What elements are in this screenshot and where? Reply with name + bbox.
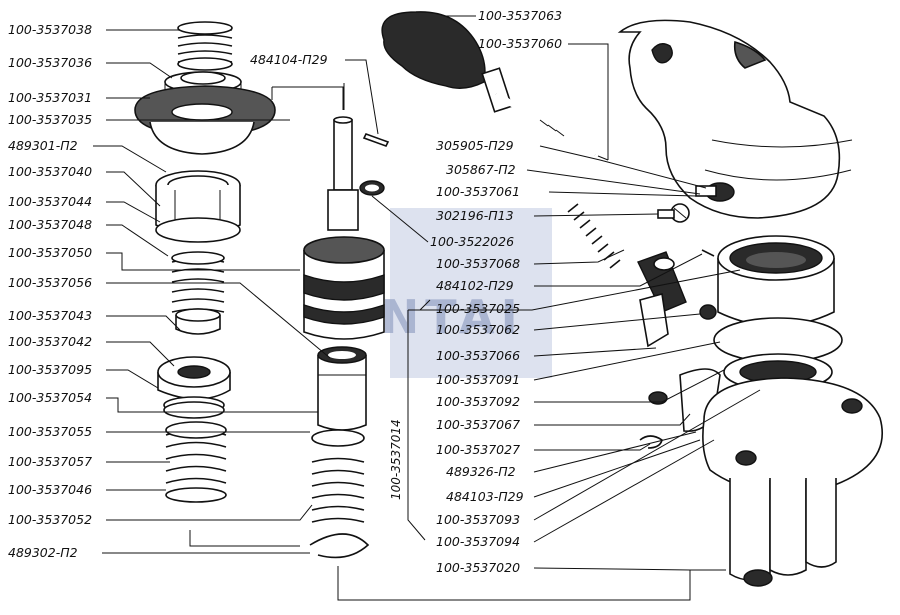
label-r7: 100-3537068: [436, 256, 520, 271]
label-r19: 100-3537094: [436, 534, 520, 549]
label-r9: 100-3537025: [436, 301, 520, 316]
big-spring: [165, 421, 227, 503]
label-l7: 100-3537044: [8, 194, 92, 209]
label-r13: 100-3537092: [436, 394, 520, 409]
middle-spring: [171, 251, 225, 313]
cylinder-ring: [717, 235, 835, 327]
label-r10: 100-3537062: [436, 322, 520, 337]
seal-ring: [163, 396, 225, 419]
label-l14: 100-3537054: [8, 390, 92, 405]
nut: [699, 304, 717, 320]
label-r1: 100-3537063: [478, 8, 562, 23]
label-r14: 100-3537067: [436, 417, 520, 432]
actuator-lever: [637, 251, 687, 405]
label-r2: 100-3537060: [478, 36, 562, 51]
label-l10: 100-3537056: [8, 275, 92, 290]
right-spring: [567, 203, 621, 269]
label-l5: 489301-П2: [8, 138, 78, 153]
label-r11: 100-3537066: [436, 348, 520, 363]
label-l12: 100-3537042: [8, 334, 92, 349]
small-piston: [175, 308, 221, 335]
label-l15: 100-3537055: [8, 424, 92, 439]
left-labels: 100-3537038 100-3537036 100-3537031 100-…: [8, 22, 92, 560]
lever-handle: [381, 11, 597, 158]
label-l18: 100-3537052: [8, 512, 92, 527]
label-l11: 100-3537043: [8, 308, 92, 323]
label-l6: 100-3537040: [8, 164, 92, 179]
pin: [362, 133, 390, 147]
label-r3: 305905-П29: [436, 138, 514, 153]
o-ring-hole: [365, 184, 379, 192]
label-c3: 100-3537014: [389, 419, 403, 500]
label-l16: 100-3537057: [8, 454, 92, 469]
snap-ring: [309, 533, 370, 559]
label-r8: 484102-П29: [436, 278, 514, 293]
label-l1: 100-3537038: [8, 22, 92, 37]
screw: [657, 203, 690, 223]
base-housing: [702, 377, 883, 587]
label-r5: 100-3537061: [436, 184, 520, 199]
label-l9: 100-3537050: [8, 245, 92, 260]
thick-washer: [157, 356, 231, 400]
label-r16: 489326-П2: [446, 464, 516, 479]
flange-plate: [134, 85, 276, 155]
valve-stem: [327, 116, 359, 231]
label-c1: 484104-П29: [250, 52, 328, 67]
label-r12: 100-3537091: [436, 372, 520, 387]
valve-cover: [617, 19, 853, 219]
sleeve: [317, 346, 367, 431]
leader-lines: [93, 15, 761, 601]
center-labels: 484104-П29 100-3522026 100-3537014: [250, 52, 514, 500]
piston-body: [303, 236, 385, 340]
label-r15: 100-3537027: [436, 442, 520, 457]
label-r17: 484103-П29: [446, 489, 524, 504]
label-r6: 302196-П13: [436, 208, 514, 223]
label-r4: 305867-П2: [446, 162, 516, 177]
top-spring: [177, 21, 233, 71]
label-l2: 100-3537036: [8, 55, 92, 70]
label-l19: 489302-П2: [8, 545, 78, 560]
right-labels: 100-3537063 100-3537060 305905-П29 30586…: [436, 8, 562, 575]
screw-set: [695, 182, 735, 202]
right-assembly: [381, 11, 883, 587]
guide-body: [155, 170, 241, 243]
label-c2: 100-3522026: [430, 234, 514, 249]
label-l17: 100-3537046: [8, 482, 92, 497]
left-assembly: [134, 21, 276, 503]
label-l8: 100-3537048: [8, 217, 92, 232]
pin-484102: [701, 249, 715, 257]
label-r18: 100-3537093: [436, 512, 520, 527]
label-l3: 100-3537031: [8, 90, 92, 105]
label-l13: 100-3537095: [8, 362, 92, 377]
center-spring: [311, 457, 365, 523]
label-l4: 100-3537035: [8, 112, 92, 127]
center-washer: [311, 429, 365, 447]
center-assembly: [303, 116, 390, 559]
label-r20: 100-3537020: [436, 560, 520, 575]
circlip: [639, 435, 663, 449]
watermark: SANTAI: [300, 208, 552, 378]
